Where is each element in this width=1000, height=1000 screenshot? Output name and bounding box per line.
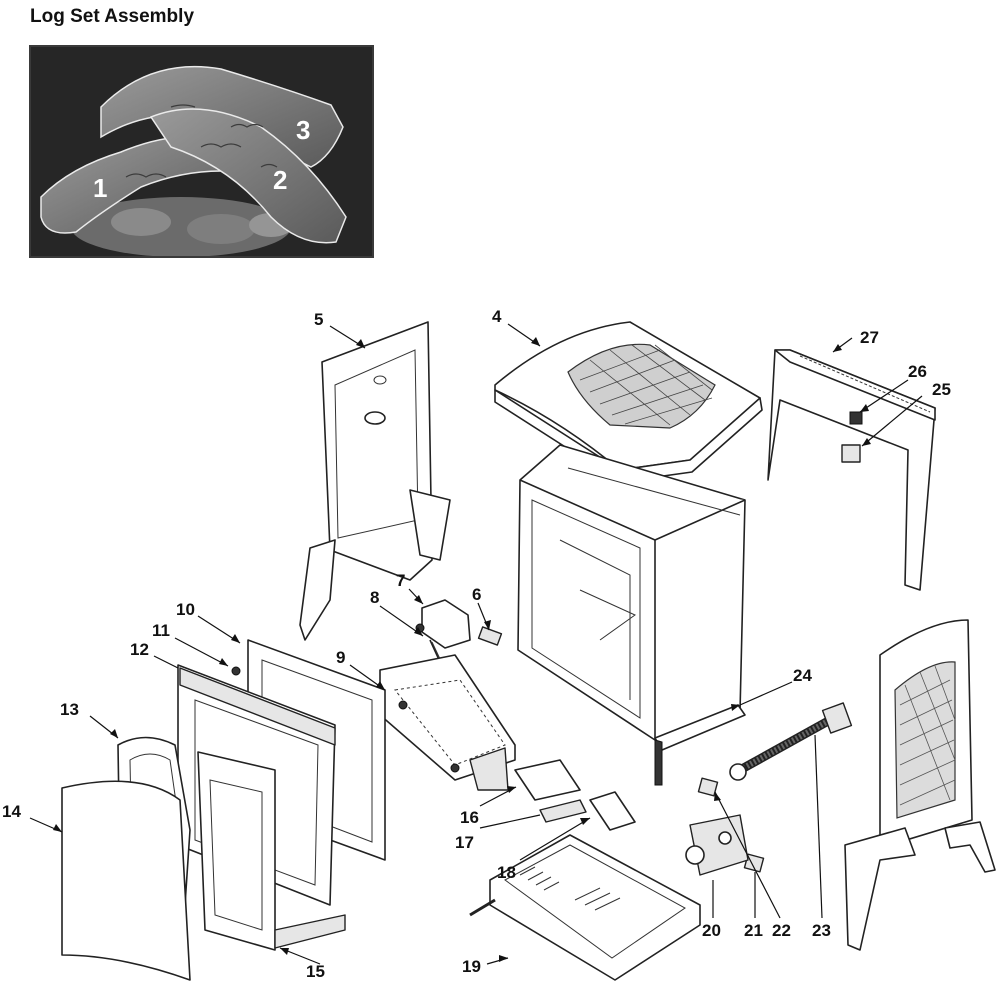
log-set-photo: 1 2 3: [29, 45, 374, 258]
callout-21: 21: [744, 921, 763, 940]
part-17-strip: [539, 799, 587, 823]
right-side-panel: [844, 619, 996, 951]
log-2-outline: [149, 108, 347, 244]
log-1-outline: [40, 135, 243, 234]
part-5-side-frame: [299, 321, 451, 641]
callout-16: 16: [460, 808, 479, 827]
part-18-bracket: [589, 791, 636, 831]
callout-8: 8: [370, 588, 379, 607]
callout-23: 23: [812, 921, 831, 940]
callout-25: 25: [932, 380, 951, 399]
part-26-clip: [849, 411, 863, 425]
part-20-gas-valve: [685, 814, 749, 876]
part-22-fitting: [697, 777, 719, 797]
callout-12: 12: [130, 640, 149, 659]
part-4-top-lid: [494, 321, 763, 483]
part-6-block: [477, 626, 503, 646]
firebox-body: [517, 444, 746, 741]
callout-13: 13: [60, 700, 79, 719]
callout-26: 26: [908, 362, 927, 381]
callout-10: 10: [176, 600, 195, 619]
log-1-label: 1: [93, 173, 107, 203]
page-title: Log Set Assembly: [30, 6, 195, 27]
part-15-door-frame: [197, 751, 346, 951]
callout-19: 19: [462, 957, 481, 976]
part-14-glass-panel: [61, 780, 191, 981]
part-11-screw: [231, 666, 241, 676]
part-19-control-tray: [469, 834, 701, 981]
callout-9: 9: [336, 648, 345, 667]
callout-11: 11: [152, 621, 170, 640]
callout-22: 22: [772, 921, 791, 940]
part-25-bracket: [841, 444, 861, 463]
log-3-label: 3: [296, 115, 310, 145]
callout-18: 18: [497, 863, 516, 882]
callout-14: 14: [2, 802, 21, 821]
callout-6: 6: [472, 585, 481, 604]
callout-27: 27: [860, 328, 879, 347]
callout-17: 17: [455, 833, 474, 852]
callout-labels: 4 5 6 7 8 9 10 11 12 13 14 15 16 17 18 1…: [2, 307, 951, 981]
log-2-label: 2: [273, 165, 287, 195]
callout-7: 7: [396, 571, 405, 590]
part-16-bracket: [514, 759, 581, 801]
callout-15: 15: [306, 962, 325, 981]
callout-24: 24: [793, 666, 812, 685]
callout-5: 5: [314, 310, 323, 329]
part-24-rail: [654, 704, 746, 786]
callout-20: 20: [702, 921, 721, 940]
callout-4: 4: [492, 307, 502, 326]
part-27-back-shield: [767, 349, 936, 591]
leader-arrowheads: [53, 337, 871, 962]
ember-bed: [71, 197, 293, 256]
part-23-gas-line: [729, 702, 853, 781]
part-9-burner-plate: [379, 654, 516, 791]
